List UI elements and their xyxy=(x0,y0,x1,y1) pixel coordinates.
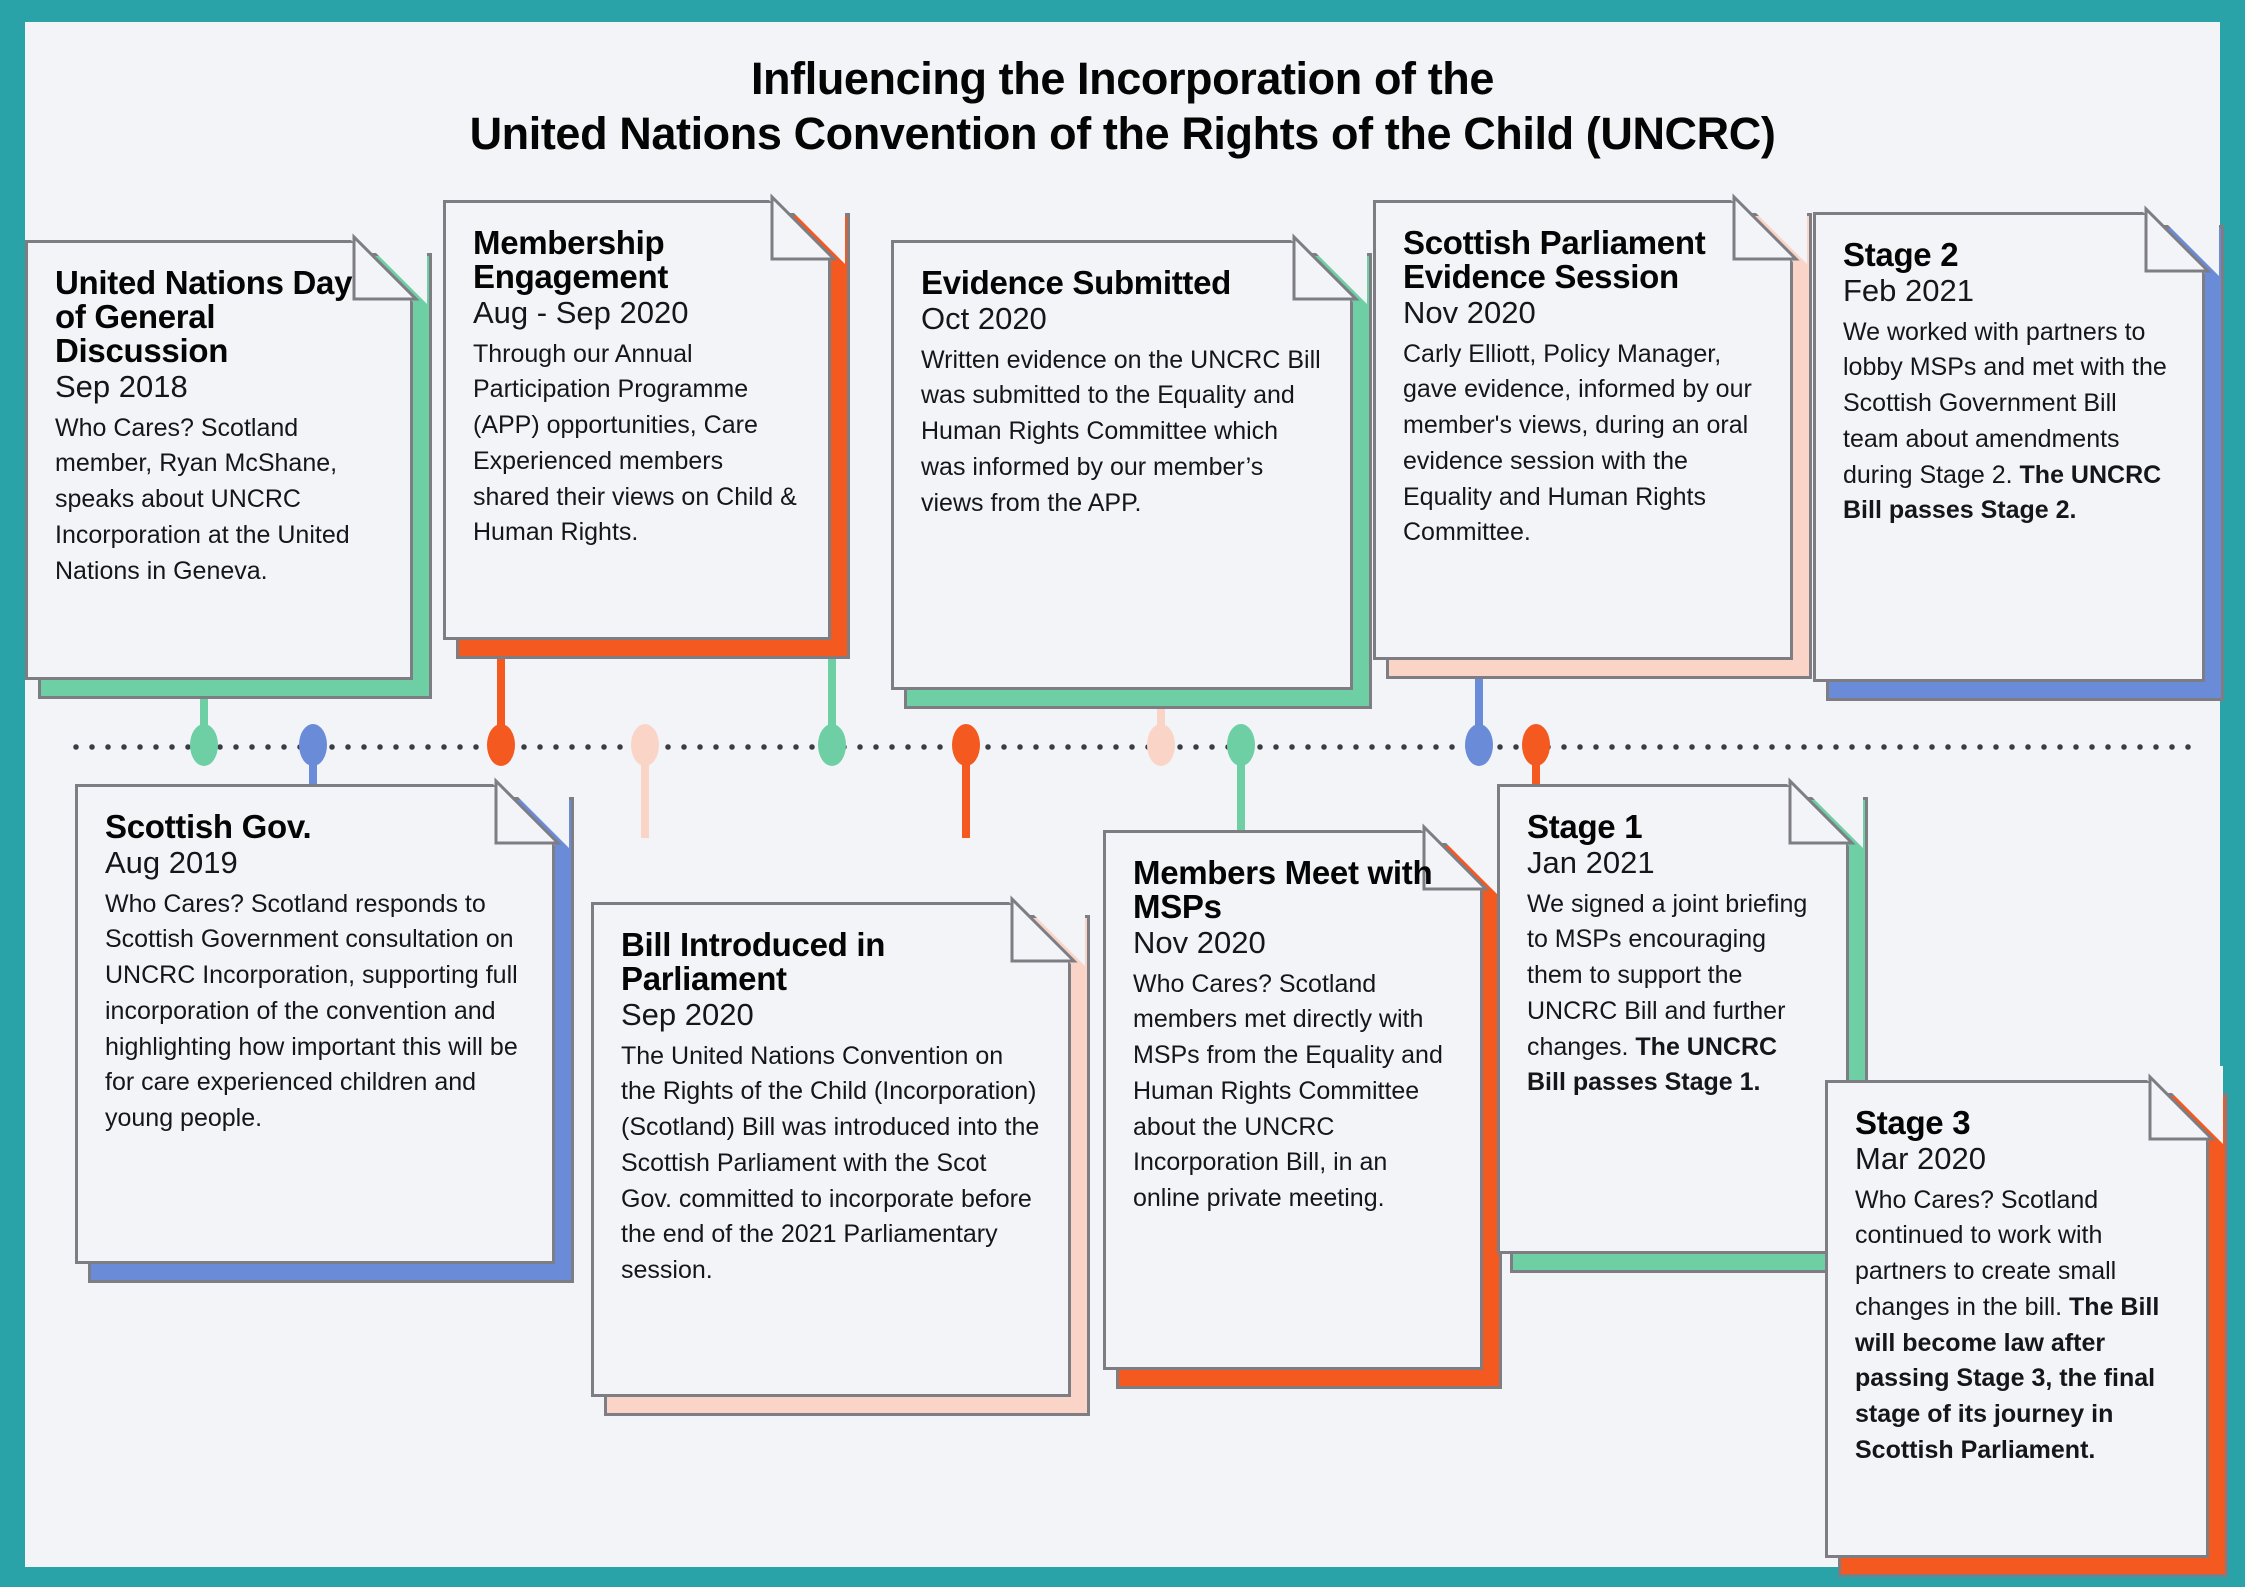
card-date: Aug - Sep 2020 xyxy=(473,294,689,330)
card-description-highlight: The UNCRC Bill passes Stage 1. xyxy=(1527,1032,1778,1097)
card-date: Feb 2021 xyxy=(1843,272,1974,308)
timeline-dot[interactable] xyxy=(1464,724,1493,766)
timeline-axis xyxy=(73,658,2193,838)
card-description: Written evidence on the UNCRC Bill was s… xyxy=(921,345,1321,517)
page-fold-icon xyxy=(352,233,420,301)
card-date: Sep 2018 xyxy=(55,368,188,404)
card-title: Membership Engagement xyxy=(473,224,669,295)
card-description: Who Cares? Scotland continued to work wi… xyxy=(1855,1185,2160,1464)
card-date: Nov 2020 xyxy=(1133,924,1266,960)
card-date: Oct 2020 xyxy=(921,300,1047,336)
page-title-line-1: Influencing the Incorporation of the xyxy=(750,53,1495,104)
timeline-dot[interactable] xyxy=(1521,724,1550,766)
card-title: Stage 1 xyxy=(1527,808,1643,845)
timeline-connector xyxy=(497,658,506,738)
timeline-dot[interactable] xyxy=(487,724,516,766)
page-fold-icon xyxy=(1732,193,1800,261)
card-paper xyxy=(1825,1080,2209,1558)
timeline-dot[interactable] xyxy=(190,724,219,766)
page-title: Influencing the Incorporation of the Uni… xyxy=(25,52,2220,162)
timeline-dot[interactable] xyxy=(1227,724,1256,766)
card-paper xyxy=(443,200,831,640)
card-title: United Nations Day of General Discussion xyxy=(55,264,353,369)
card-paper xyxy=(891,240,1353,690)
card-paper xyxy=(591,902,1071,1397)
card-title: Stage 2 xyxy=(1843,236,1959,273)
card-paper xyxy=(1103,830,1483,1370)
timeline-connector xyxy=(827,658,836,738)
poster-panel: Influencing the Incorporation of the Uni… xyxy=(25,22,2228,1577)
card-paper xyxy=(1497,784,1849,1254)
card-description: The United Nations Convention on the Rig… xyxy=(621,1041,1040,1285)
page-title-line-2: United Nations Convention of the Rights … xyxy=(469,107,1776,159)
page-fold-icon xyxy=(2144,205,2212,273)
card-description-highlight: The UNCRC Bill passes Stage 2. xyxy=(1843,460,2162,525)
card-description: Who Cares? Scotland member, Ryan McShane… xyxy=(55,413,350,585)
card-paper xyxy=(1813,212,2205,682)
card-title: Stage 3 xyxy=(1855,1104,1971,1141)
card-title: Evidence Submitted xyxy=(921,264,1232,301)
timeline-dot[interactable] xyxy=(951,724,980,766)
card-date: Mar 2020 xyxy=(1855,1140,1986,1176)
card-paper xyxy=(25,240,413,680)
page-fold-icon xyxy=(770,193,838,261)
card-description: We worked with partners to lobby MSPs an… xyxy=(1843,317,2167,525)
timeline-connector xyxy=(641,750,650,838)
page-fold-icon xyxy=(494,777,562,845)
card-paper xyxy=(1373,200,1793,660)
card-title: Scottish Gov. xyxy=(105,808,312,845)
timeline-dotted-line xyxy=(73,744,2193,750)
card-date: Sep 2020 xyxy=(621,996,754,1032)
card-description: Carly Elliott, Policy Manager, gave evid… xyxy=(1403,339,1752,547)
timeline-connector xyxy=(1474,658,1483,738)
card-description-highlight: The Bill will become law after passing S… xyxy=(1855,1292,2160,1464)
page-fold-icon xyxy=(1010,895,1078,963)
timeline-card-united-nations-day[interactable]: United Nations Day of General Discussion… xyxy=(25,226,432,699)
timeline-dot[interactable] xyxy=(817,724,846,766)
timeline-connector xyxy=(961,750,970,838)
card-description: We signed a joint briefing to MSPs encou… xyxy=(1527,889,1808,1097)
card-date: Jan 2021 xyxy=(1527,844,1655,880)
card-description: Who Cares? Scotland responds to Scottish… xyxy=(105,889,518,1133)
card-date: Aug 2019 xyxy=(105,844,238,880)
timeline-connector xyxy=(1237,750,1246,838)
card-title: Bill Introduced in Parliament xyxy=(621,926,886,997)
card-description: Who Cares? Scotland members met directly… xyxy=(1133,969,1443,1213)
card-description: Through our Annual Participation Program… xyxy=(473,339,797,547)
page-fold-icon xyxy=(1422,823,1490,891)
page-fold-icon xyxy=(1788,777,1856,845)
card-date: Nov 2020 xyxy=(1403,294,1536,330)
card-paper xyxy=(75,784,555,1264)
timeline-dot[interactable] xyxy=(1146,724,1175,766)
card-body: United Nations Day of General Discussion… xyxy=(25,240,413,609)
page-fold-icon xyxy=(2148,1073,2216,1141)
card-title: Members Meet with MSPs xyxy=(1133,854,1433,925)
timeline-dot[interactable] xyxy=(631,724,660,766)
page-fold-icon xyxy=(1292,233,1360,301)
timeline-dot[interactable] xyxy=(298,724,327,766)
card-title: Scottish Parliament Evidence Session xyxy=(1403,224,1706,295)
